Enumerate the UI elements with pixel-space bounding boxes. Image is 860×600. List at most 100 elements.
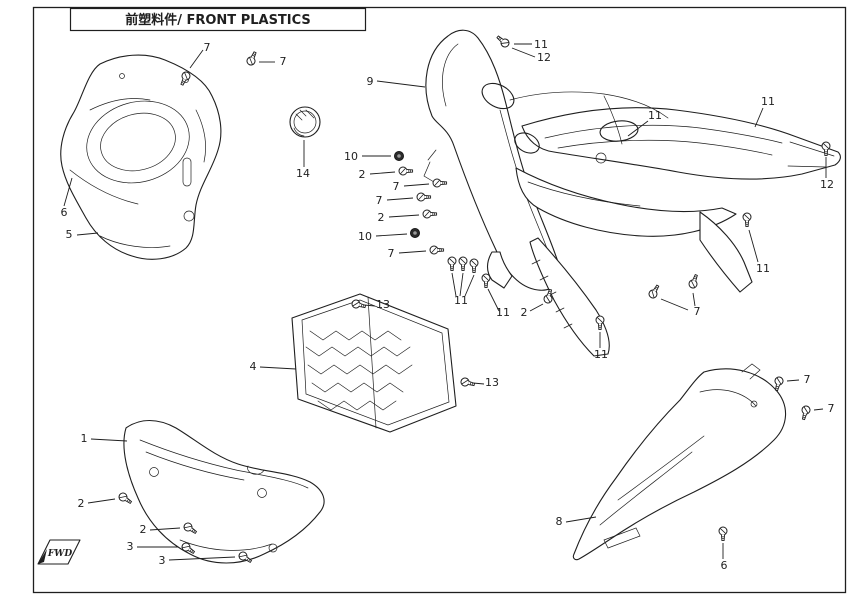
svg-text:6: 6 bbox=[721, 559, 728, 572]
svg-text:11: 11 bbox=[496, 306, 510, 319]
svg-text:7: 7 bbox=[376, 194, 383, 207]
callout-6-right: 6 bbox=[718, 526, 728, 572]
svg-text:9: 9 bbox=[367, 75, 374, 88]
callout-7-b: 7 bbox=[245, 50, 287, 68]
callout-7-a: 7 bbox=[177, 41, 211, 87]
screw-icon bbox=[422, 209, 438, 219]
page-title: 前塑料件/ FRONT PLASTICS bbox=[125, 12, 311, 28]
callout-11-center-a: 11 bbox=[481, 273, 510, 319]
screw-icon bbox=[458, 256, 468, 272]
callout-11-center-b: 11 bbox=[447, 256, 479, 307]
nut-icon bbox=[393, 150, 405, 162]
screw-icon bbox=[429, 245, 445, 255]
callout-7-f: 7 bbox=[647, 273, 701, 318]
screw-icon bbox=[718, 526, 728, 542]
svg-text:7: 7 bbox=[828, 402, 835, 415]
screw-icon bbox=[245, 50, 260, 67]
part-1-belly-panel-drawing bbox=[123, 419, 325, 564]
screw-icon bbox=[494, 33, 512, 50]
part-9-front-fascia-drawing bbox=[423, 29, 841, 357]
callout-11-right-top: 11 bbox=[754, 95, 775, 128]
svg-text:3: 3 bbox=[127, 540, 134, 553]
callout-14: 14 bbox=[296, 140, 310, 180]
callout-7-c: 7 bbox=[393, 178, 448, 193]
callout-2-b: 2 bbox=[378, 209, 438, 224]
part-4-grille-drawing bbox=[291, 293, 457, 433]
nut-icon bbox=[409, 227, 421, 239]
svg-text:7: 7 bbox=[388, 247, 395, 260]
callout-8: 8 bbox=[556, 515, 597, 528]
svg-text:7: 7 bbox=[694, 305, 701, 318]
svg-text:11: 11 bbox=[648, 109, 662, 122]
screw-icon bbox=[742, 212, 752, 228]
callout-11-mid: 11 bbox=[627, 109, 662, 137]
callout-7-h: 7 bbox=[799, 402, 835, 421]
screw-icon bbox=[447, 256, 457, 272]
callout-4: 4 bbox=[250, 360, 297, 373]
callout-7-e: 7 bbox=[388, 245, 445, 260]
svg-text:5: 5 bbox=[66, 228, 73, 241]
svg-text:4: 4 bbox=[250, 360, 257, 373]
fwd-label: FWD bbox=[47, 549, 72, 559]
callout-7-g: 7 bbox=[772, 373, 811, 392]
screw-icon bbox=[687, 273, 701, 290]
svg-text:2: 2 bbox=[78, 497, 85, 510]
svg-text:7: 7 bbox=[204, 41, 211, 54]
callout-2-a: 2 bbox=[359, 166, 414, 181]
svg-text:2: 2 bbox=[359, 168, 366, 181]
callout-13-a: 13 bbox=[350, 298, 390, 311]
screw-icon bbox=[799, 404, 812, 421]
svg-text:7: 7 bbox=[280, 55, 287, 68]
callout-2-d: 2 bbox=[78, 490, 134, 510]
screw-icon bbox=[432, 178, 448, 188]
callout-3-b: 3 bbox=[159, 549, 254, 567]
svg-text:14: 14 bbox=[296, 167, 310, 180]
fwd-arrow-icon bbox=[38, 549, 47, 564]
callout-13-b: 13 bbox=[459, 376, 499, 389]
screw-icon bbox=[459, 376, 476, 389]
part-5-fender-drawing bbox=[60, 54, 222, 260]
screw-icon bbox=[116, 490, 134, 507]
diagram-border bbox=[32, 6, 847, 594]
svg-text:11: 11 bbox=[454, 294, 468, 307]
svg-text:10: 10 bbox=[358, 230, 372, 243]
callout-11-bottom: 11 bbox=[594, 315, 608, 361]
callout-2-c: 2 bbox=[521, 288, 555, 319]
svg-text:11: 11 bbox=[594, 348, 608, 361]
svg-text:6: 6 bbox=[61, 206, 68, 219]
svg-text:12: 12 bbox=[820, 178, 834, 191]
callout-6-left: 6 bbox=[61, 177, 73, 219]
svg-text:2: 2 bbox=[378, 211, 385, 224]
svg-text:12: 12 bbox=[537, 51, 551, 64]
callout-11-right-low: 11 bbox=[742, 212, 770, 275]
svg-text:10: 10 bbox=[344, 150, 358, 163]
title-box: 前塑料件/ FRONT PLASTICS bbox=[69, 7, 367, 32]
callout-2-e: 2 bbox=[140, 520, 199, 537]
callout-5: 5 bbox=[66, 228, 99, 241]
callout-1: 1 bbox=[81, 432, 128, 445]
callout-3-a: 3 bbox=[127, 540, 197, 557]
screw-icon bbox=[416, 192, 432, 202]
svg-text:13: 13 bbox=[376, 298, 390, 311]
callout-10-b: 10 bbox=[358, 227, 421, 243]
svg-text:1: 1 bbox=[81, 432, 88, 445]
svg-text:2: 2 bbox=[521, 306, 528, 319]
svg-text:7: 7 bbox=[393, 180, 400, 193]
svg-text:11: 11 bbox=[534, 38, 548, 51]
fwd-marker: FWD bbox=[37, 539, 81, 565]
callouts-layer: 7 7 9 14 10 2 7 bbox=[61, 33, 835, 572]
svg-text:11: 11 bbox=[756, 262, 770, 275]
screw-icon bbox=[398, 166, 414, 176]
callout-10-a: 10 bbox=[344, 150, 405, 163]
svg-text:2: 2 bbox=[140, 523, 147, 536]
part-14-emblem-drawing bbox=[289, 106, 321, 138]
svg-text:8: 8 bbox=[556, 515, 563, 528]
callout-12-right: 12 bbox=[820, 141, 834, 191]
svg-text:3: 3 bbox=[159, 554, 166, 567]
screw-icon bbox=[481, 273, 491, 289]
callout-11-top: 11 12 bbox=[494, 33, 551, 64]
callout-9: 9 bbox=[367, 75, 426, 88]
svg-text:13: 13 bbox=[485, 376, 499, 389]
